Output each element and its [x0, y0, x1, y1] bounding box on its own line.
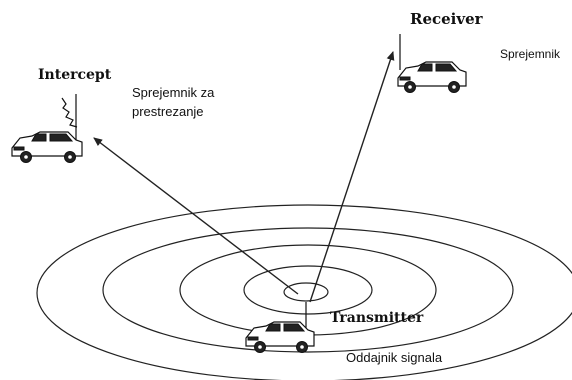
transmitter-vehicle	[245, 302, 315, 353]
receiver-vehicle	[397, 34, 467, 93]
signal-ring-3	[102, 227, 514, 353]
intercept-translation-line2: prestrezanje	[132, 104, 204, 119]
arrow-to-intercept	[93, 137, 299, 295]
signal-ring-1	[243, 265, 373, 315]
signal-ring-outer	[36, 204, 572, 380]
intercept-translation-line1: Sprejemnik za	[132, 85, 215, 100]
intercept-reception-squiggle	[61, 97, 78, 128]
transmitter-translation: Oddajnik signala	[346, 350, 443, 365]
intercept-label: Intercept	[38, 67, 112, 83]
arrow-to-receiver	[309, 51, 395, 303]
signal-rings	[36, 204, 572, 380]
transmitter-label: Transmitter	[330, 310, 424, 326]
receiver-translation: Sprejemnik	[500, 47, 561, 61]
receiver-label: Receiver	[410, 10, 484, 28]
signal-ring-inner	[283, 282, 329, 302]
intercept-vehicle	[11, 94, 83, 163]
